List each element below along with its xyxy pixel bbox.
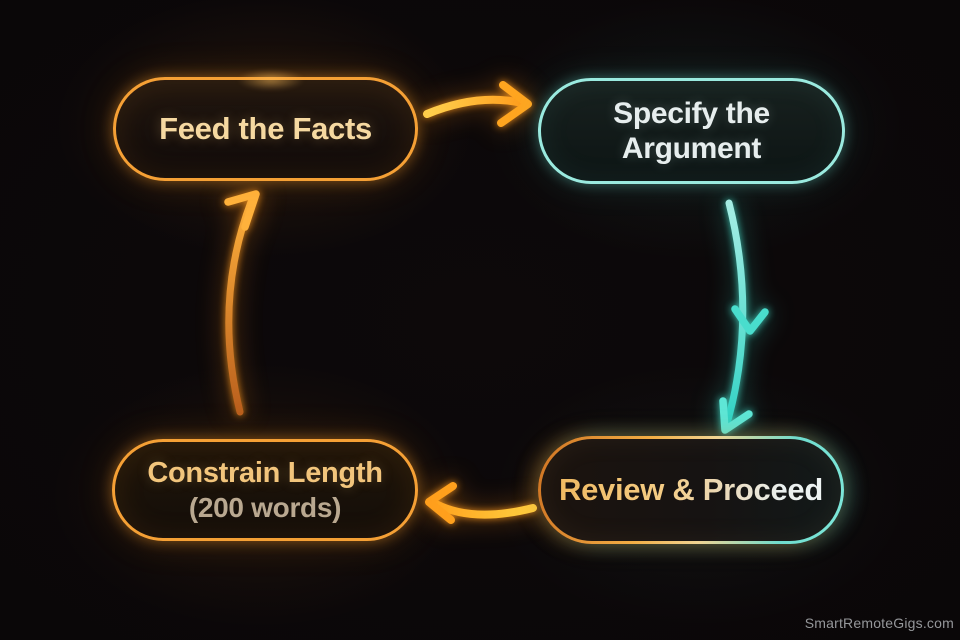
node-label: Feed the Facts (159, 111, 372, 146)
arrow-feed-to-specify (423, 81, 532, 127)
arrow-review-to-constrain (425, 482, 537, 524)
node-review-and-proceed: Review & Proceed (538, 436, 844, 544)
node-inner: Review & Proceed (541, 439, 841, 541)
node-label-line1: Constrain Length (147, 456, 383, 489)
node-feed-the-facts: Feed the Facts (113, 66, 418, 181)
node-constrain-length: Constrain Length (200 words) (112, 439, 418, 541)
node-specify-the-argument: Specify the Argument (538, 78, 845, 184)
node-label-line1: Specify the (613, 96, 770, 130)
watermark: SmartRemoteGigs.com (804, 615, 954, 631)
arrow-constrain-to-feed (224, 190, 260, 416)
node-label-line2: (200 words) (188, 491, 342, 523)
node-label-line2: Argument (621, 132, 762, 165)
node-label: Review & Proceed (559, 472, 823, 507)
arrow-specify-to-review (719, 199, 769, 434)
border-glow-spot (226, 66, 316, 94)
